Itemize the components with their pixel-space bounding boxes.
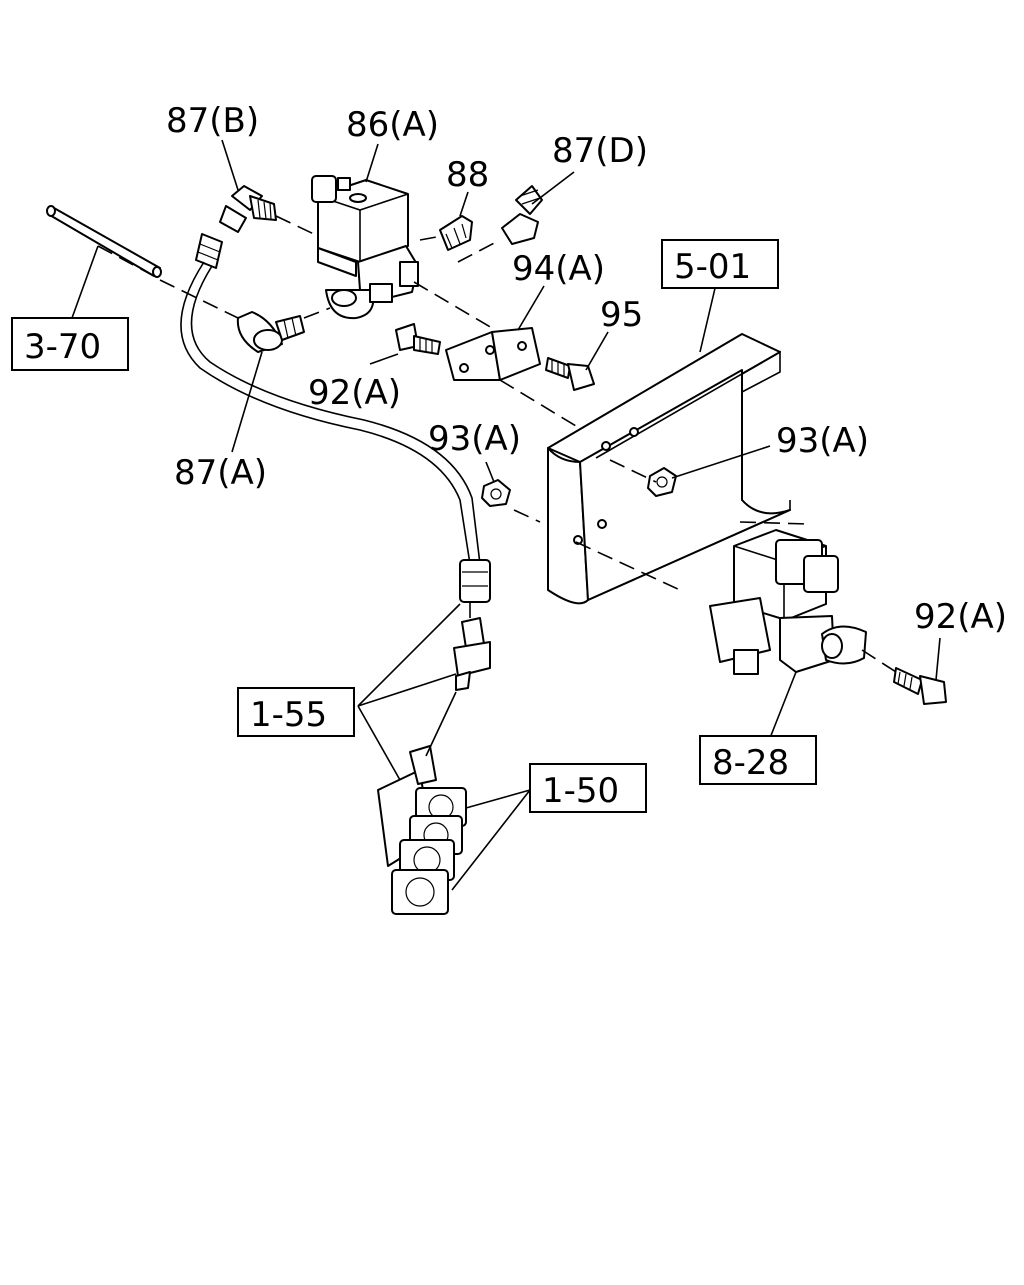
label-95: 95 xyxy=(600,295,643,335)
label-88: 88 xyxy=(446,155,489,195)
bracket-94a xyxy=(445,327,541,381)
gasket-stack-1-50 xyxy=(377,745,467,915)
ref-1-50-text: 1-50 xyxy=(542,771,619,811)
elbow-fitting-87a xyxy=(236,311,305,353)
ref-1-55-text: 1-55 xyxy=(250,695,327,735)
valve-8-28 xyxy=(709,529,867,675)
ref-8-28-text: 8-28 xyxy=(712,743,789,783)
label-87b: 87(B) xyxy=(166,101,259,141)
ref-box-8-28: 8-28 xyxy=(699,735,817,785)
ref-5-01-text: 5-01 xyxy=(674,247,751,287)
nut-93a-right xyxy=(647,467,677,497)
tube-3-70 xyxy=(46,205,162,278)
bolt-92a-top xyxy=(395,323,441,355)
label-94a: 94(A) xyxy=(512,249,605,289)
ref-box-1-50: 1-50 xyxy=(529,763,647,813)
ref-box-1-55: 1-55 xyxy=(237,687,355,737)
leader-lines xyxy=(71,139,941,891)
bolt-92a-right xyxy=(893,667,947,705)
elbow-fitting-87b xyxy=(219,185,277,233)
ref-3-70-text: 3-70 xyxy=(24,327,101,367)
hose-end-fitting xyxy=(195,233,223,269)
flexible-hose xyxy=(180,261,491,603)
ref-box-3-70: 3-70 xyxy=(11,317,129,371)
label-87a: 87(A) xyxy=(174,453,267,493)
label-87d: 87(D) xyxy=(552,131,648,171)
tee-fitting-1-55 xyxy=(453,617,491,691)
nut-93a-left xyxy=(481,479,511,507)
elbow-fitting-87d xyxy=(501,185,543,245)
solenoid-valve-86a xyxy=(311,175,419,320)
label-93a-left: 93(A) xyxy=(428,419,521,459)
ref-box-5-01: 5-01 xyxy=(661,239,779,289)
assembly-lines xyxy=(97,215,897,673)
label-86a: 86(A) xyxy=(346,105,439,145)
label-92a-right: 92(A) xyxy=(914,597,1007,637)
frame-rail xyxy=(547,333,791,605)
label-92a-top: 92(A) xyxy=(308,373,401,413)
bolt-95 xyxy=(545,357,595,391)
straight-fitting-88 xyxy=(439,215,473,251)
label-93a-right: 93(A) xyxy=(776,421,869,461)
